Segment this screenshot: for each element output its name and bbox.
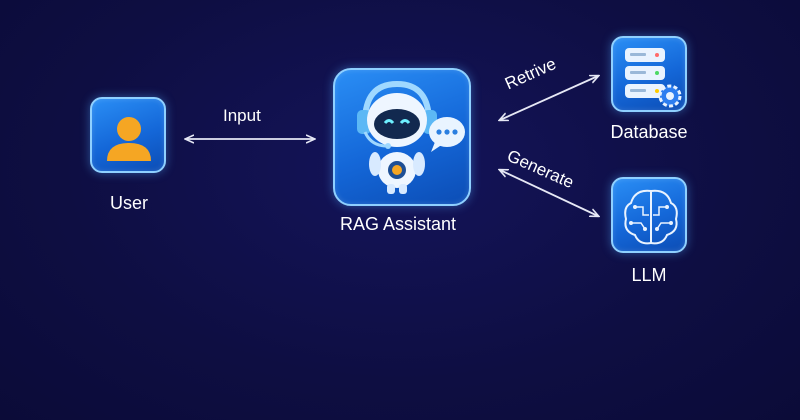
brain-circuit-icon — [624, 189, 678, 245]
llm-node — [611, 177, 687, 253]
user-node — [90, 97, 166, 173]
rag-assistant-node — [333, 68, 471, 206]
retrive-arrow — [500, 76, 598, 120]
database-label: Database — [610, 122, 688, 142]
rag-assistant-label: RAG Assistant — [339, 214, 457, 234]
chat-bubble-icon — [429, 117, 465, 152]
robot-assistant-icon — [357, 80, 465, 194]
llm-label: LLM — [631, 265, 667, 285]
generate-arrow — [500, 170, 598, 216]
gear-icon — [658, 84, 682, 108]
user-label: User — [109, 193, 149, 213]
database-node — [611, 36, 687, 112]
database-server-icon — [625, 48, 682, 108]
user-avatar-icon — [107, 117, 151, 161]
input-edge-label: Input — [223, 106, 261, 125]
